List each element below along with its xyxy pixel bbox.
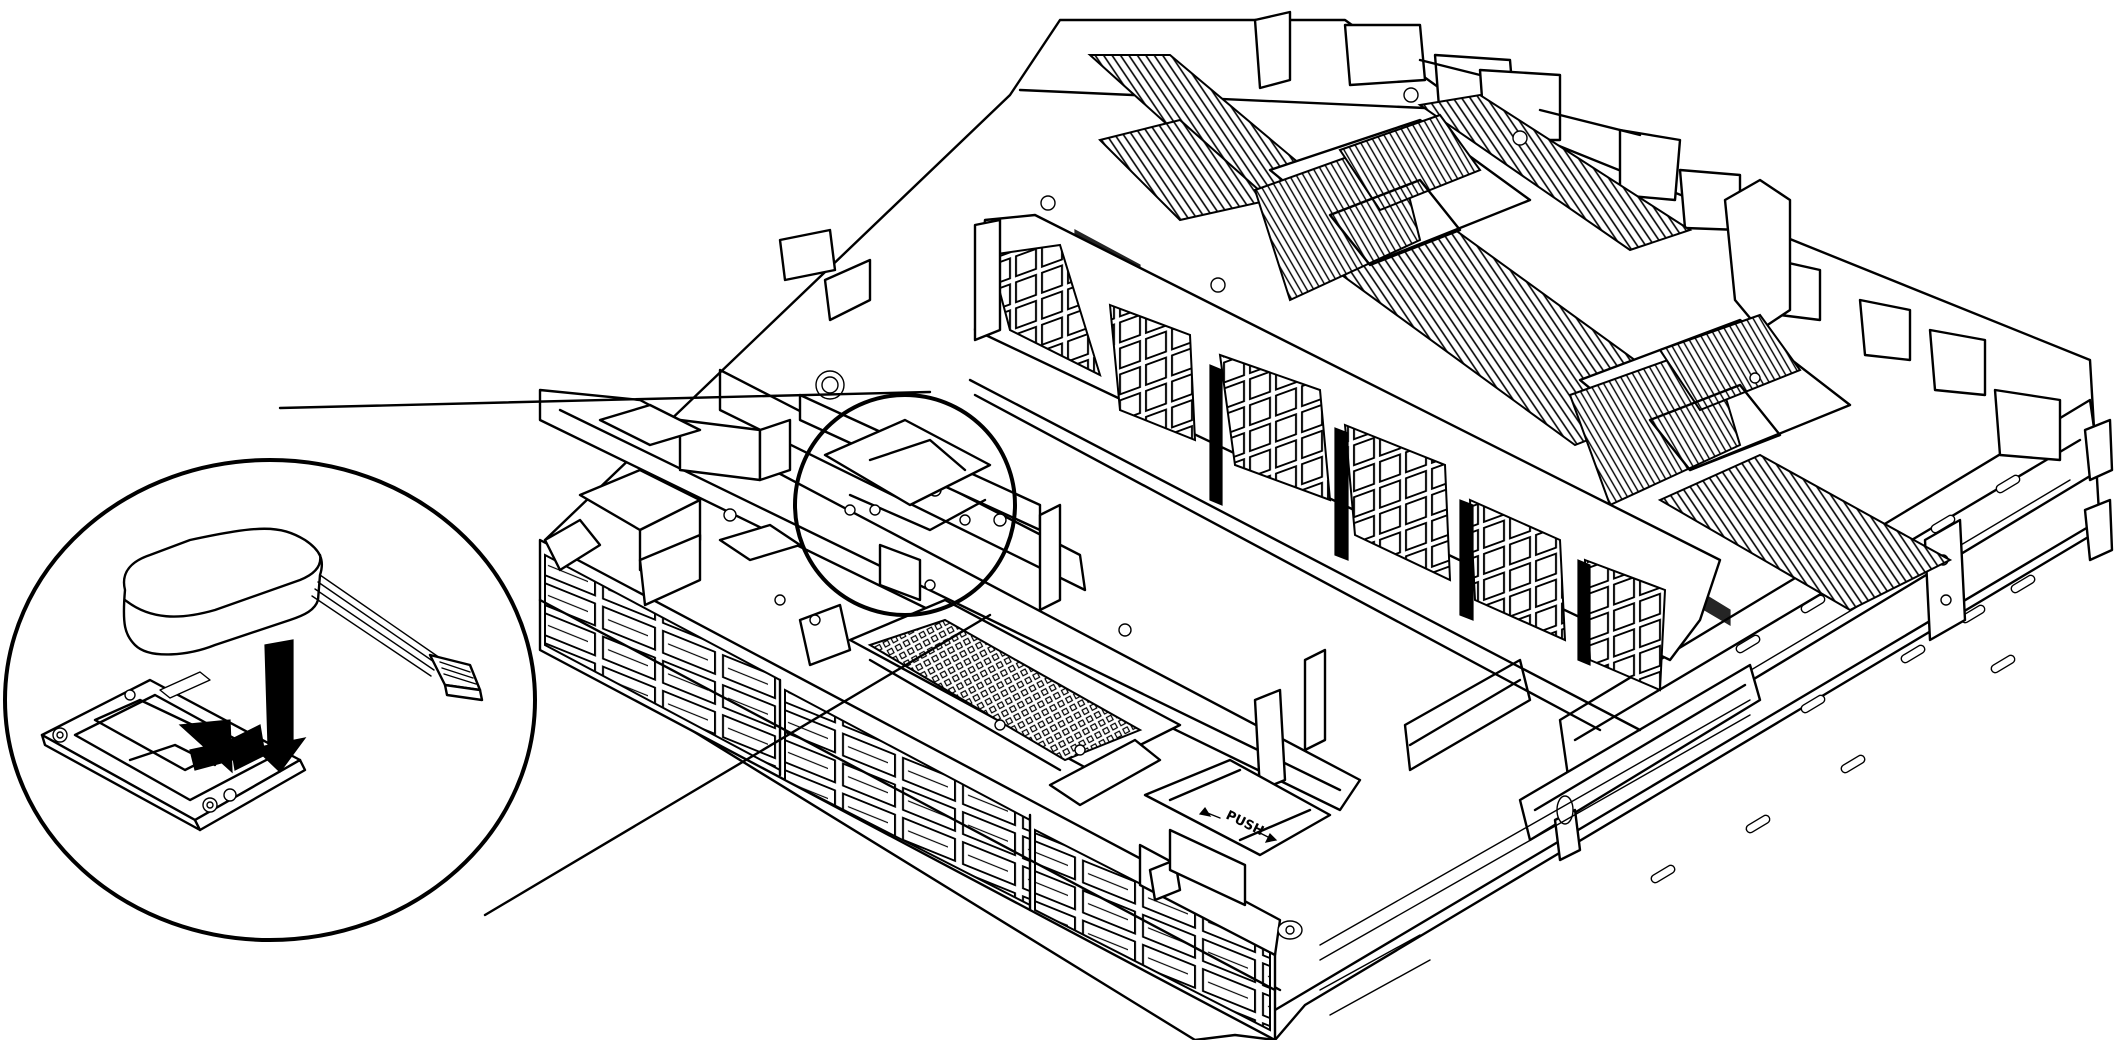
dimm-bank-4 (1657, 453, 1953, 612)
callout-leader-lines (278, 390, 992, 917)
install-arrow-icon (178, 639, 307, 774)
front-left-components (543, 228, 922, 667)
callout-magnified (3, 458, 537, 942)
push-latch: PUSH (1143, 758, 1332, 907)
drive-bays (538, 538, 1303, 1042)
fan-cage (968, 213, 1722, 732)
callout-source-circle (793, 393, 1017, 617)
battery-holder (40, 671, 307, 832)
dimm-bank-3 (1417, 93, 1693, 252)
raid-adapter (848, 598, 1182, 807)
raid-battery (122, 527, 484, 702)
